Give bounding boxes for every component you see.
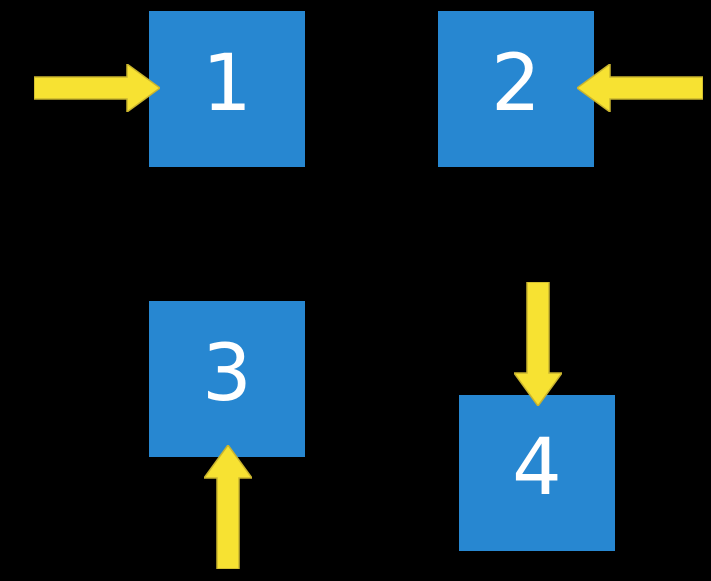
box-2-label: 2 [491,39,541,129]
box-1: 1 [149,11,305,167]
arrow-up-icon [204,445,252,569]
arrow-down-icon [514,282,562,406]
box-2: 2 [438,11,594,167]
box-4-label: 4 [512,423,562,513]
box-3-label: 3 [202,329,252,419]
box-1-label: 1 [202,39,252,129]
arrow-left-icon [577,64,703,112]
box-3: 3 [149,301,305,457]
box-4: 4 [459,395,615,551]
arrow-right-icon [34,64,160,112]
